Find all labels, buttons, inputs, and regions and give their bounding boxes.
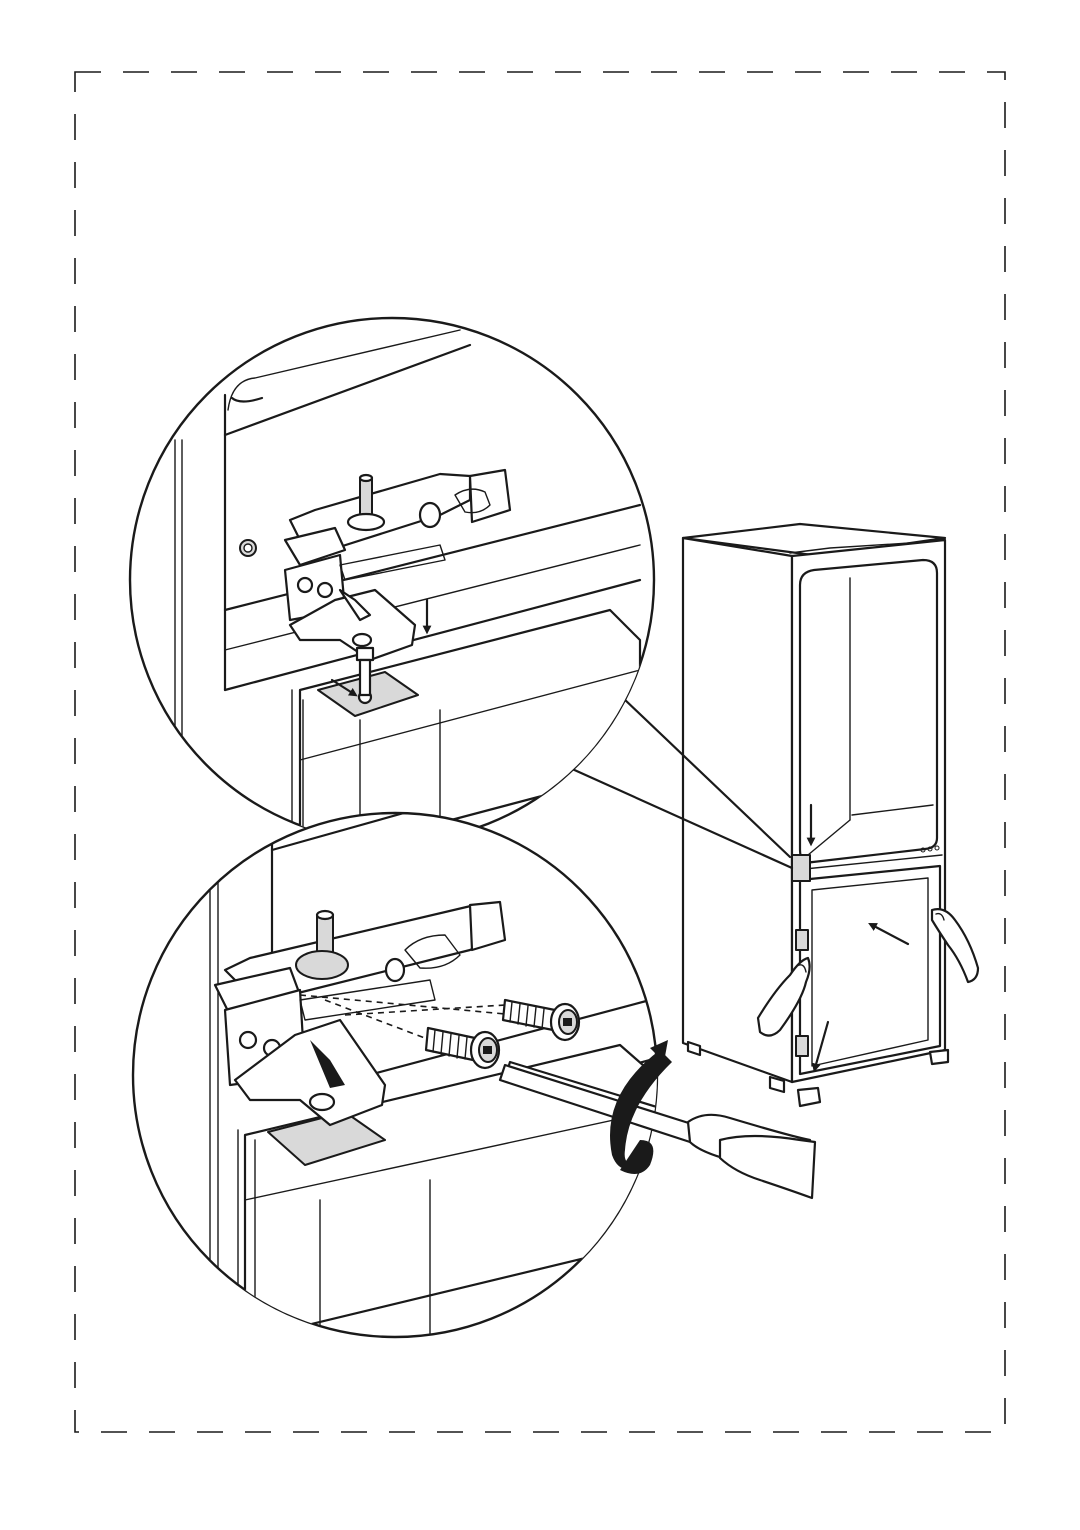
hinge-detail-top — [130, 318, 654, 860]
hand-screwdriver — [720, 1136, 815, 1198]
refrigerator — [683, 524, 948, 1106]
hinge-detail-bottom — [133, 800, 660, 1340]
